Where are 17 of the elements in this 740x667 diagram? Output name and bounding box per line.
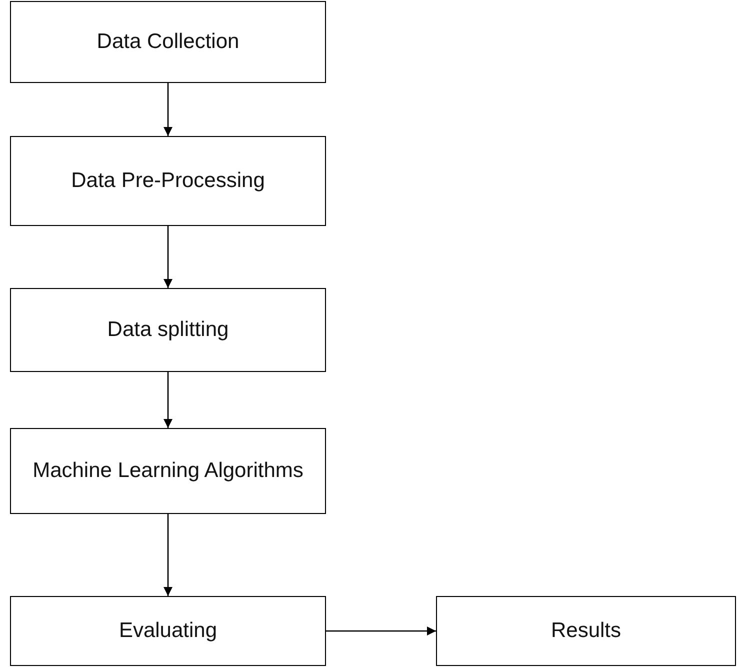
step-label: Results xyxy=(550,618,622,644)
step-label: Data Collection xyxy=(96,28,240,55)
arrow xyxy=(164,514,172,596)
process-box xyxy=(10,1,326,83)
process-box xyxy=(10,596,326,666)
process-box xyxy=(10,288,326,372)
step-label: Data Pre-Processing xyxy=(70,168,266,194)
process-box xyxy=(10,136,326,226)
arrow xyxy=(326,626,436,636)
arrow xyxy=(164,372,172,428)
arrow xyxy=(164,83,172,136)
step-label: Data splitting xyxy=(106,316,230,343)
arrow xyxy=(164,226,172,288)
step-label: Machine Learning Algorithms xyxy=(32,458,304,484)
step-label: Evaluating xyxy=(118,618,218,644)
process-box xyxy=(10,428,326,514)
process-box xyxy=(436,596,736,666)
